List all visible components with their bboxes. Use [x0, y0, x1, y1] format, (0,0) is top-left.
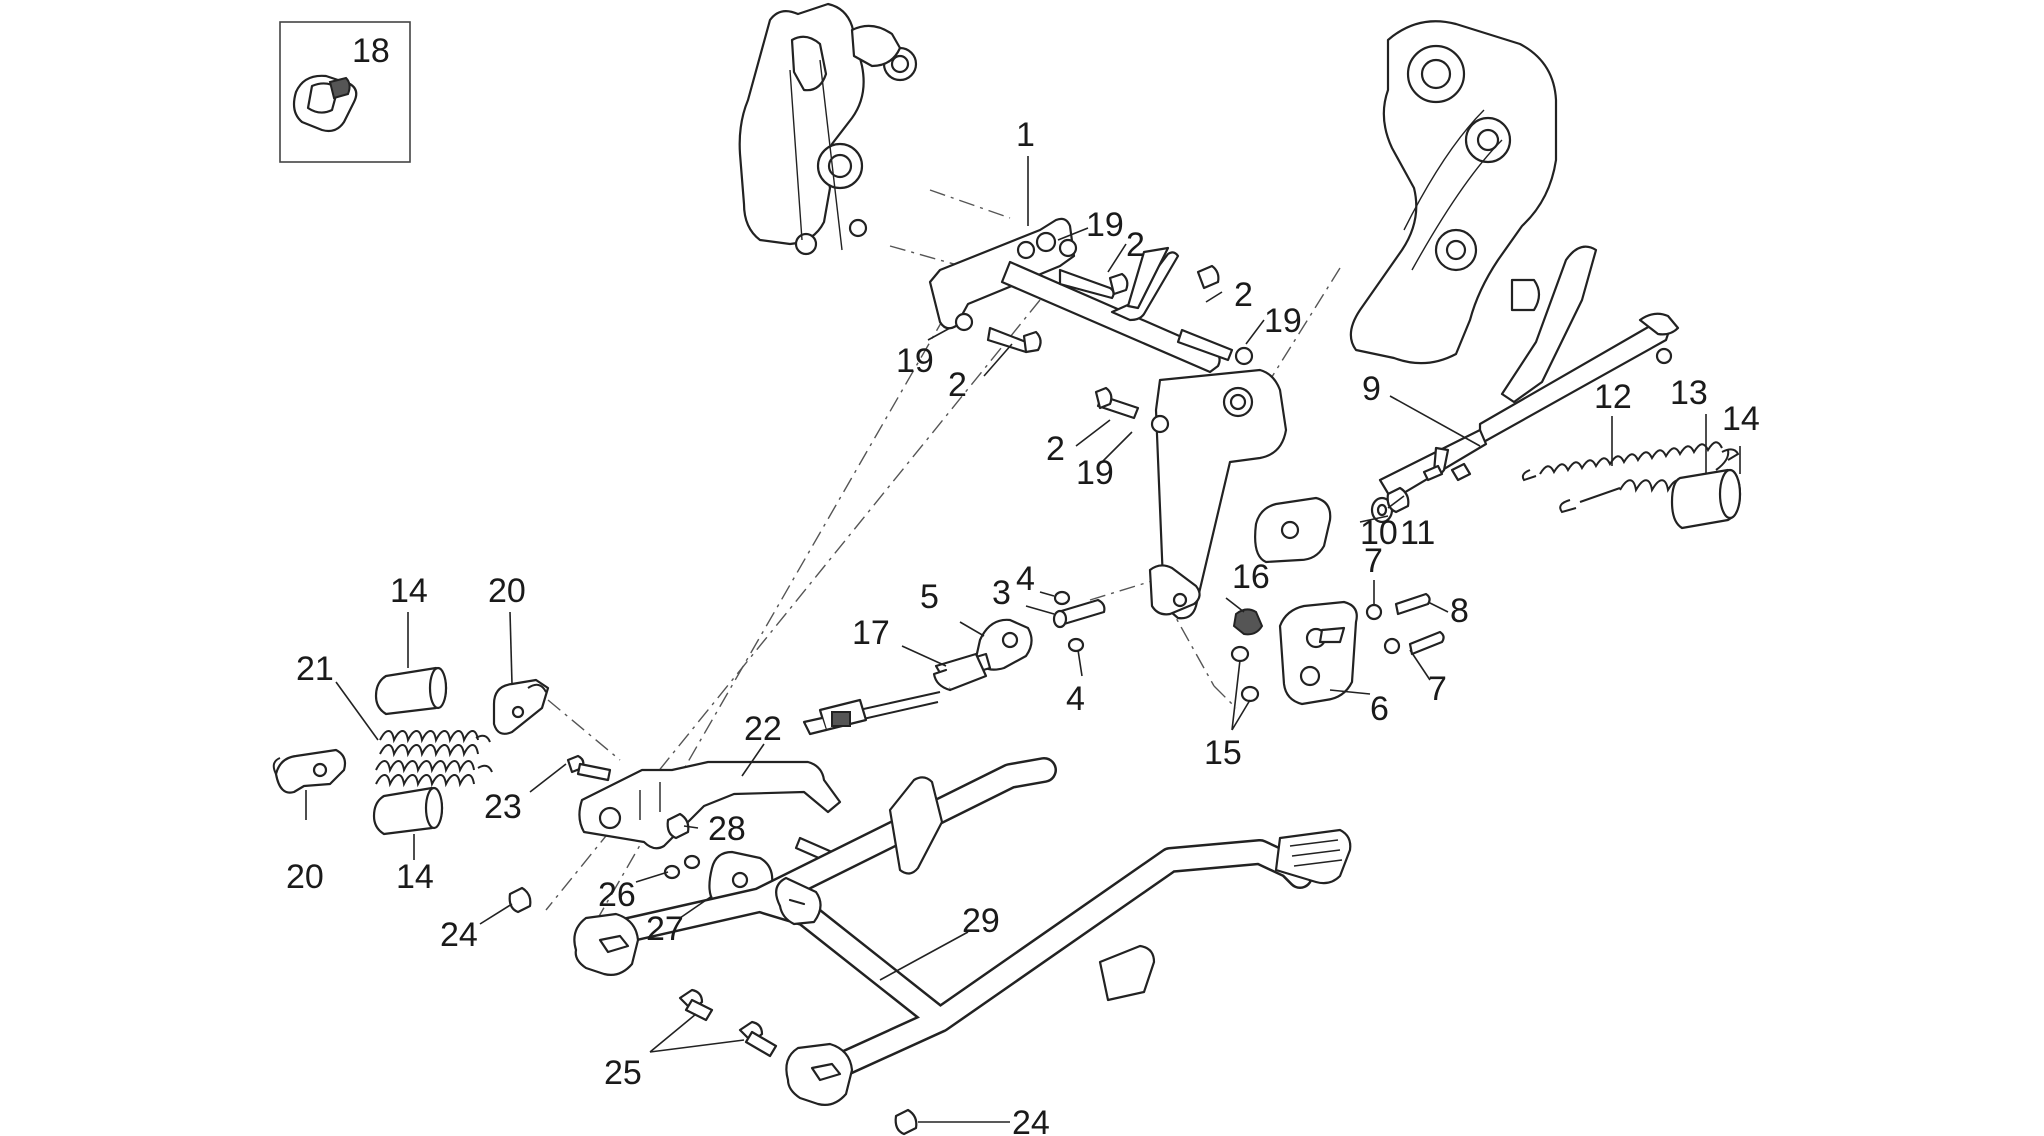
- washer-4-top: [1053, 590, 1071, 606]
- nut-24-bottom: [894, 1108, 918, 1136]
- callout-21: 21: [296, 650, 334, 688]
- leader-lines: [305, 156, 1741, 1123]
- callout-20-top: 20: [488, 572, 526, 610]
- callout-14-bottom: 14: [396, 858, 434, 896]
- callout-2-d: 2: [1046, 430, 1065, 468]
- callout-4-a: 4: [1016, 560, 1035, 598]
- clip-18-icon: [292, 74, 358, 133]
- callout-7-b: 7: [1428, 670, 1447, 708]
- sensor-block: [1254, 496, 1332, 564]
- washer-15-a: [1230, 645, 1250, 663]
- plate-20-left: [272, 748, 347, 794]
- callout-4-b: 4: [1066, 680, 1085, 718]
- callout-27: 27: [646, 910, 684, 948]
- callout-19-d: 19: [1076, 454, 1114, 492]
- stand-foot-right: [785, 1042, 854, 1106]
- stand-foot-left: [573, 912, 640, 976]
- sleeve-14-right: [1670, 468, 1742, 530]
- bolt-2-c: [1176, 328, 1254, 366]
- nut-2-e: [1126, 246, 1220, 310]
- callout-19-b: 19: [1264, 302, 1302, 340]
- bolt-23: [566, 754, 612, 782]
- callout-labels: 18 1 19 2 2 19 19 2 2 19 9 12 13 14 10 1…: [286, 32, 1760, 1136]
- callout-12: 12: [1594, 378, 1632, 416]
- callout-17: 17: [852, 614, 890, 652]
- screw-8-top: [1394, 592, 1431, 616]
- inset-box-18: [279, 21, 411, 163]
- callout-16: 16: [1232, 558, 1270, 596]
- callout-29: 29: [962, 902, 1000, 940]
- callout-14-right: 14: [1722, 400, 1760, 438]
- frame-bracket-right: [1349, 20, 1558, 365]
- clip-16: [1232, 608, 1264, 636]
- callout-24-bottom: 24: [1012, 1104, 1050, 1136]
- center-stand-29: [597, 757, 1352, 1083]
- callout-2-a: 2: [1126, 226, 1145, 264]
- callout-6: 6: [1370, 690, 1389, 728]
- callout-15: 15: [1204, 734, 1242, 772]
- callout-3: 3: [992, 574, 1011, 612]
- callout-1: 1: [1016, 116, 1035, 154]
- callout-23: 23: [484, 788, 522, 826]
- screw-8-bottom: [1408, 630, 1445, 656]
- nut-24-top: [508, 886, 532, 914]
- side-stand-9: [1378, 245, 1680, 502]
- bolt-25-a: [678, 988, 714, 1022]
- callout-19-c: 19: [896, 342, 934, 380]
- callout-20-bottom: 20: [286, 858, 324, 896]
- bolt-2-b: [954, 312, 1042, 354]
- sensor-cable-17: [802, 652, 988, 736]
- callout-10: 10: [1360, 514, 1398, 552]
- callout-7-a: 7: [1364, 542, 1383, 580]
- callout-2-c: 2: [948, 366, 967, 404]
- spring-12: [1521, 441, 1740, 482]
- sleeve-14-bottom: [372, 786, 444, 836]
- pin-3: [1052, 598, 1106, 629]
- washers-26: [663, 854, 701, 880]
- bolt-2-d: [1094, 386, 1170, 434]
- callout-11: 11: [1400, 514, 1435, 552]
- washer-15-b: [1240, 685, 1260, 703]
- washer-7-top: [1365, 603, 1383, 621]
- callout-24-top: 24: [440, 916, 478, 954]
- callout-18: 18: [352, 32, 390, 70]
- nut-28: [666, 812, 690, 840]
- callout-28: 28: [708, 810, 746, 848]
- bracket-22: [578, 760, 842, 850]
- callout-2-b: 2: [1234, 276, 1253, 314]
- plate-20-right: [492, 678, 550, 735]
- callout-25: 25: [604, 1054, 642, 1092]
- spring-13: [1559, 449, 1730, 514]
- bolt-2-a: [1016, 240, 1129, 300]
- springs-21: [375, 730, 493, 788]
- washer-4-bottom: [1067, 637, 1085, 653]
- washer-7-bottom: [1383, 637, 1401, 655]
- callout-22: 22: [744, 710, 782, 748]
- callout-13: 13: [1670, 374, 1708, 412]
- callout-5: 5: [920, 578, 939, 616]
- callout-9: 9: [1362, 370, 1381, 408]
- callout-8: 8: [1450, 592, 1469, 630]
- bolt-25-b: [738, 1020, 778, 1058]
- callout-26: 26: [598, 876, 636, 914]
- bracket-6: [1278, 600, 1358, 706]
- callout-19-a: 19: [1086, 206, 1124, 244]
- pin-10a: [1422, 464, 1444, 482]
- sleeve-14-top: [374, 666, 448, 716]
- callout-14-top: 14: [390, 572, 428, 610]
- frame-bracket-left: [738, 2, 918, 256]
